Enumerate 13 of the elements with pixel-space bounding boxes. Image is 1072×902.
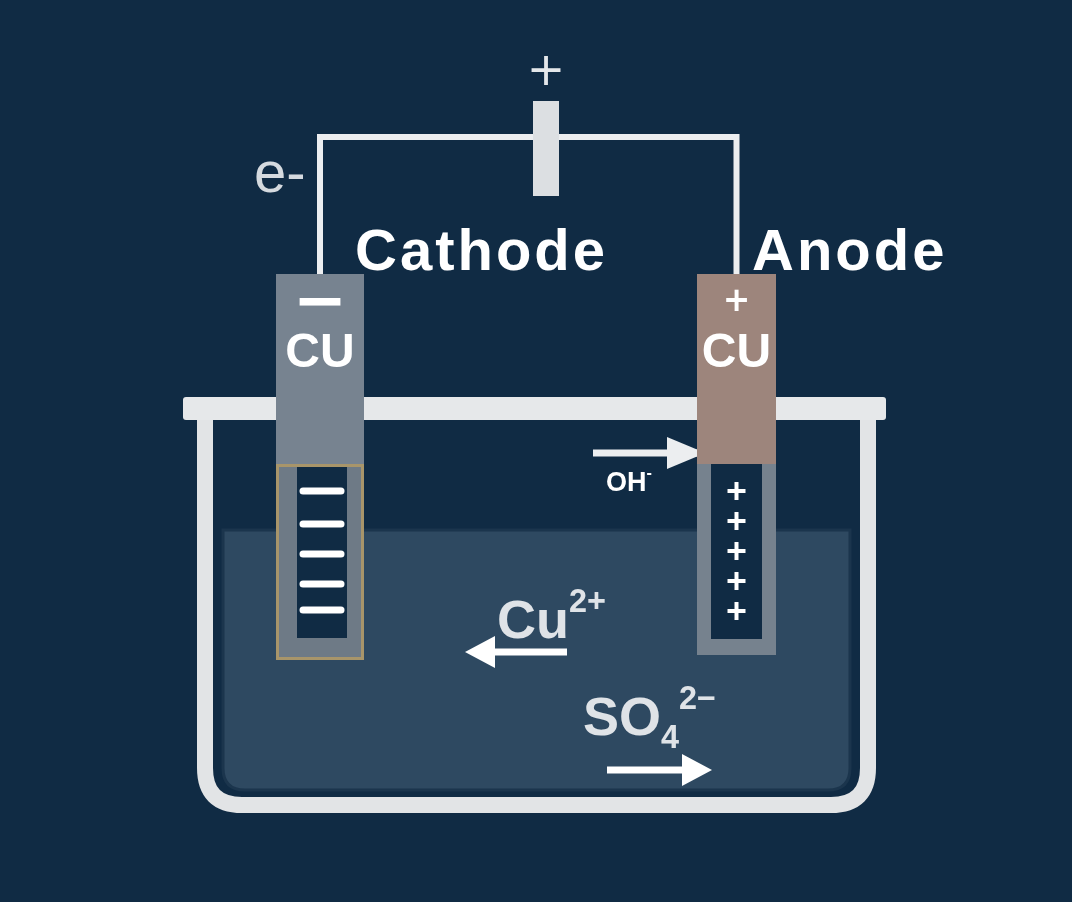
polarity-sign: + — [722, 287, 751, 314]
electrode-name: Cathode — [355, 226, 608, 274]
ion-label: Cu$^{2+}$ — [497, 582, 606, 644]
polarity-sign: − — [292, 287, 348, 313]
wire — [317, 134, 533, 274]
electrode-name: Anode — [752, 226, 948, 274]
battery-plate — [533, 101, 559, 196]
element-symbol: CU — [701, 329, 772, 373]
cathode-electrode — [276, 274, 364, 660]
wire — [559, 134, 740, 274]
anode-electrode — [697, 274, 776, 655]
polarity-sign: + — [526, 51, 566, 88]
element-symbol: CU — [285, 329, 355, 373]
